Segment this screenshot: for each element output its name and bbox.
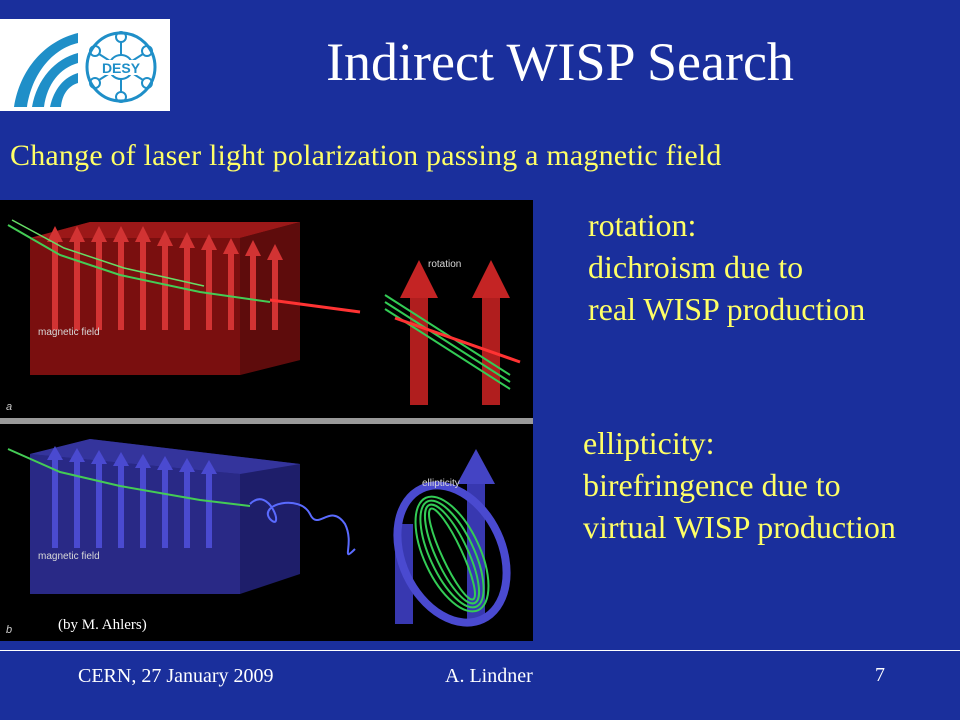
ellipticity-illustration: magnetic field ellipticity b (6, 439, 511, 636)
panel-a-letter: a (6, 401, 12, 413)
footer-event: CERN, 27 January 2009 (78, 665, 274, 687)
ellipticity-description: ellipticity: birefringence due to virtua… (583, 422, 896, 548)
desy-logo: DESY (0, 19, 170, 111)
ellipticity-effect-label: ellipticity (422, 478, 460, 489)
rotation-line-3: real WISP production (588, 291, 866, 327)
ellipticity-line-2: birefringence due to (583, 467, 841, 503)
page-number: 7 (875, 664, 885, 686)
ellipticity-line-3: virtual WISP production (583, 509, 896, 545)
polarization-figure: magnetic field rotation a (0, 200, 533, 641)
rotation-effect-label: rotation (428, 259, 461, 270)
slide-subtitle: Change of laser light polarization passi… (10, 139, 722, 172)
desy-logo-icon: DESY (14, 31, 157, 107)
ellipticity-field-label: magnetic field (38, 551, 100, 562)
ellipticity-heading: ellipticity: (583, 425, 715, 461)
rotation-panel: magnetic field rotation a (0, 200, 533, 418)
desy-logo-text: DESY (102, 60, 141, 76)
rotation-field-label: magnetic field (38, 327, 100, 338)
rotation-line-2: dichroism due to (588, 249, 804, 285)
figure-credit: (by M. Ahlers) (58, 617, 147, 633)
rotation-illustration: magnetic field rotation a (6, 219, 521, 413)
rotation-description: rotation: dichroism due to real WISP pro… (588, 204, 865, 330)
slide-title: Indirect WISP Search (326, 32, 794, 92)
panel-b-letter: b (6, 624, 12, 636)
footer-divider (0, 650, 960, 651)
rotation-heading: rotation: (588, 207, 697, 243)
ellipticity-panel: magnetic field ellipticity b (0, 424, 533, 641)
panel-divider (0, 418, 533, 424)
footer-author: A. Lindner (445, 665, 533, 687)
